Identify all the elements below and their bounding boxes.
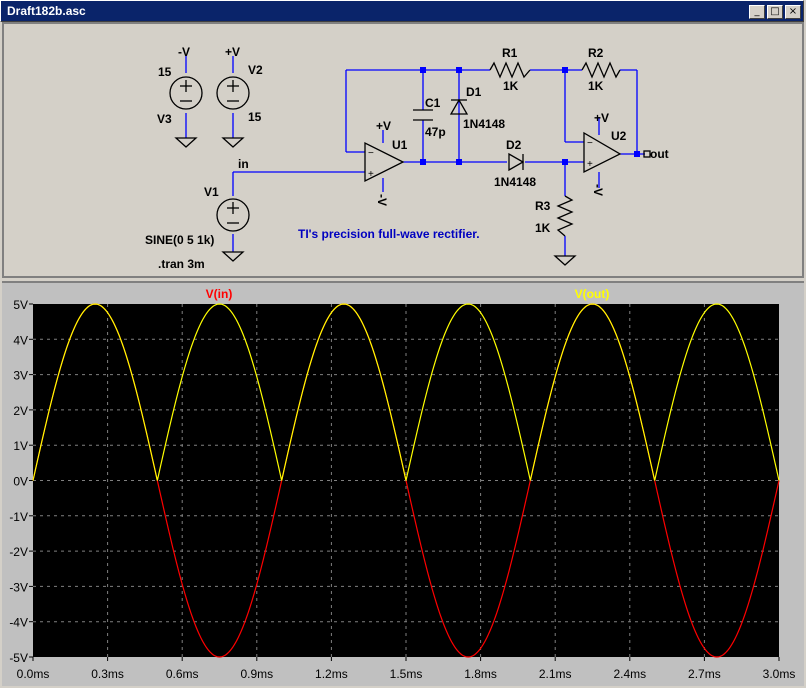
y-tick-label: -4V xyxy=(9,616,28,630)
u2-ref-label: U2 xyxy=(611,129,627,143)
r3-resistor-symbol xyxy=(556,195,574,237)
svg-text:−: − xyxy=(368,148,374,159)
plot-legend[interactable]: V(in) V(out) xyxy=(206,287,610,301)
opamp-polarity-marks: − + − + xyxy=(368,138,593,180)
out-port-flag xyxy=(643,150,651,158)
x-tick-label: 0.6ms xyxy=(166,667,199,681)
y-axis-ticks: 5V 4V 3V 2V 1V 0V -1V -2V -3V -4V -5V xyxy=(9,298,33,665)
d2-value-label: 1N4148 xyxy=(494,175,536,189)
x-axis-ticks: 0.0ms 0.3ms 0.6ms 0.9ms 1.2ms 1.5ms 1.8ms 2.1ms… xyxy=(17,657,796,681)
window-title: Draft182b.asc xyxy=(7,4,86,18)
c1-value-label: 47p xyxy=(425,125,446,139)
y-tick-label: -5V xyxy=(9,651,28,665)
out-net-label: out xyxy=(650,147,669,161)
r2-ref-label: R2 xyxy=(588,46,604,60)
u2-bottom-label: -V xyxy=(591,184,605,196)
u2-top-label: +V xyxy=(594,111,609,125)
svg-text:+: + xyxy=(368,169,374,180)
v3-top-label: -V xyxy=(178,45,190,59)
legend-vout[interactable]: V(out) xyxy=(575,287,610,301)
minimize-button[interactable]: _ xyxy=(749,5,765,19)
maximize-button[interactable]: □ xyxy=(767,5,783,19)
v1-value-label: SINE(0 5 1k) xyxy=(145,233,214,247)
r1-value-label: 1K xyxy=(503,79,519,93)
d1-ref-label: D1 xyxy=(466,85,482,99)
schematic-canvas[interactable]: − + − + -V 15 V3 +V V2 15 in V1 SINE(0 5 1… xyxy=(8,27,800,273)
v1-ref-label: V1 xyxy=(204,185,219,199)
schematic-wires xyxy=(185,56,645,256)
v3-ref-label: V3 xyxy=(157,112,172,126)
y-tick-label: -3V xyxy=(9,580,28,594)
y-tick-label: 0V xyxy=(13,475,28,489)
x-tick-label: 0.3ms xyxy=(91,667,124,681)
x-tick-label: 1.5ms xyxy=(390,667,423,681)
in-net-label: in xyxy=(238,157,249,171)
c1-ref-label: C1 xyxy=(425,96,441,110)
schematic-components xyxy=(169,61,651,266)
svg-text:+: + xyxy=(587,159,593,170)
x-tick-label: 1.2ms xyxy=(315,667,348,681)
u2-opamp-symbol xyxy=(583,131,622,174)
v2-ref-label: V2 xyxy=(248,63,263,77)
x-tick-label: 0.0ms xyxy=(17,667,50,681)
d1-value-label: 1N4148 xyxy=(463,117,505,131)
trace-vout xyxy=(32,303,780,481)
r2-resistor-symbol xyxy=(581,61,621,79)
r3-ref-label: R3 xyxy=(535,199,551,213)
window-title-bar[interactable]: Draft182b.asc _ □ × xyxy=(0,0,804,22)
ground-symbol-r3 xyxy=(553,255,577,266)
y-tick-label: 2V xyxy=(13,404,28,418)
v2-value-label: 15 xyxy=(248,110,262,124)
x-tick-label: 1.8ms xyxy=(464,667,497,681)
u1-opamp-symbol xyxy=(364,141,405,183)
d1-diode-symbol xyxy=(449,98,469,115)
y-tick-label: 5V xyxy=(13,298,28,312)
y-tick-label: -2V xyxy=(9,545,28,559)
ground-symbol-v1 xyxy=(221,251,245,262)
y-tick-label: 4V xyxy=(13,333,28,347)
svg-text:−: − xyxy=(587,138,593,149)
v2-source-symbol xyxy=(216,76,250,110)
v2-top-label: +V xyxy=(225,45,240,59)
y-tick-label: 3V xyxy=(13,369,28,383)
v1-source-symbol xyxy=(216,198,250,232)
tran-directive[interactable]: .tran 3m xyxy=(158,257,205,271)
d2-diode-symbol xyxy=(508,152,525,172)
d2-ref-label: D2 xyxy=(506,138,522,152)
r3-value-label: 1K xyxy=(535,221,551,235)
v3-value-label: 15 xyxy=(158,65,172,79)
close-button[interactable]: × xyxy=(785,5,801,19)
r1-ref-label: R1 xyxy=(502,46,518,60)
x-tick-label: 0.9ms xyxy=(240,667,273,681)
r1-resistor-symbol xyxy=(489,61,531,79)
r2-value-label: 1K xyxy=(588,79,604,93)
v3-source-symbol xyxy=(169,76,203,110)
plot-traces xyxy=(32,303,780,658)
y-tick-label: 1V xyxy=(13,439,28,453)
u1-top-label: +V xyxy=(376,119,391,133)
u1-ref-label: U1 xyxy=(392,138,408,152)
x-tick-label: 2.4ms xyxy=(613,667,646,681)
u1-bottom-label: -V xyxy=(375,194,389,206)
legend-vin[interactable]: V(in) xyxy=(206,287,233,301)
x-tick-label: 2.1ms xyxy=(539,667,572,681)
x-tick-label: 3.0ms xyxy=(763,667,796,681)
y-tick-label: -1V xyxy=(9,510,28,524)
ground-symbol-v3 xyxy=(174,137,198,148)
schematic-comment[interactable]: TI's precision full-wave rectifier. xyxy=(298,227,480,241)
ground-symbol-v2 xyxy=(221,137,245,148)
x-tick-label: 2.7ms xyxy=(688,667,721,681)
junction-dots xyxy=(420,67,640,165)
